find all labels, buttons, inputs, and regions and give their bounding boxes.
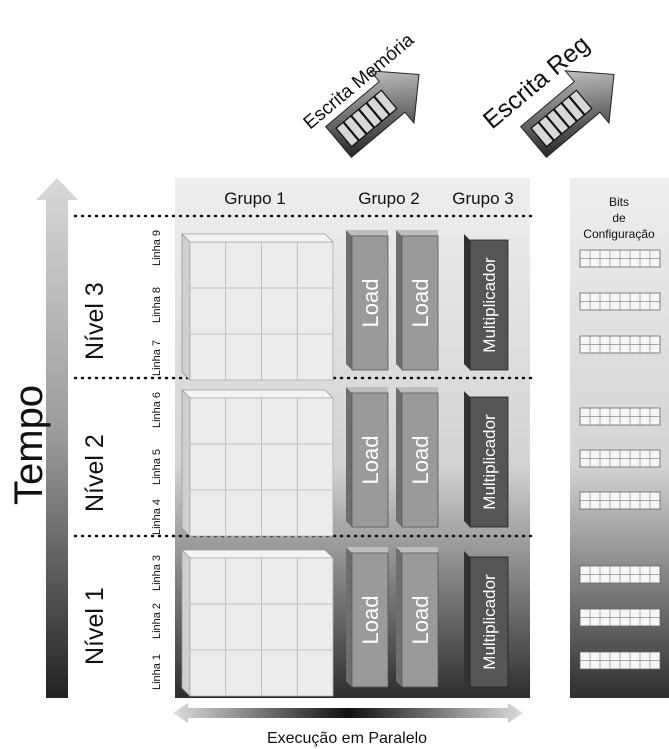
time-arrow xyxy=(36,178,78,698)
level-1-label: Nível 1 xyxy=(81,587,109,665)
line-label: Linha 8 xyxy=(151,287,163,323)
load-label: Load xyxy=(358,596,383,645)
config-title-line1: Bits xyxy=(609,195,629,209)
config-bit-row xyxy=(579,491,661,510)
line-label: Linha 1 xyxy=(151,654,163,690)
group-1-grid-block xyxy=(181,233,334,381)
config-bit-row xyxy=(579,335,661,354)
line-label: Linha 6 xyxy=(151,392,163,428)
multiplier-label: Multiplicador xyxy=(480,257,499,353)
load-unit: Load xyxy=(396,230,439,371)
line-label: Linha 7 xyxy=(151,340,163,376)
multiplier-unit: Multiplicador xyxy=(464,234,509,371)
level-3-label: Nível 3 xyxy=(81,282,109,360)
config-bit-row xyxy=(579,407,661,426)
memory-write-slot xyxy=(365,95,390,122)
line-label: Linha 2 xyxy=(151,603,163,639)
load-label: Load xyxy=(408,436,433,485)
register-write-slot xyxy=(568,89,593,116)
group-1-grid-block xyxy=(181,389,334,537)
config-bit-row xyxy=(579,449,661,468)
register-write-slot xyxy=(545,108,570,135)
load-unit: Load xyxy=(396,387,439,528)
register-write-slot xyxy=(553,102,578,129)
load-label: Load xyxy=(358,279,383,328)
config-bit-row xyxy=(579,651,661,670)
group-2-header: Grupo 2 xyxy=(358,189,419,208)
load-unit: Load xyxy=(396,547,439,688)
multiplier-unit: Multiplicador xyxy=(464,391,509,528)
memory-write-arrow xyxy=(324,70,420,158)
register-write-arrow xyxy=(519,70,615,158)
line-label: Linha 5 xyxy=(151,449,163,485)
config-bit-row xyxy=(579,565,661,584)
level-2-label: Nível 2 xyxy=(81,434,109,512)
memory-write-slot xyxy=(350,108,375,135)
config-bit-row xyxy=(579,608,661,627)
register-write-slot xyxy=(530,121,555,148)
multiplier-label: Multiplicador xyxy=(480,574,499,670)
config-bit-row xyxy=(579,249,661,268)
line-label: Linha 4 xyxy=(151,499,163,535)
register-write-slot xyxy=(537,115,563,142)
register-write-slot xyxy=(560,95,585,122)
line-label: Linha 9 xyxy=(151,230,163,266)
load-label: Load xyxy=(358,436,383,485)
memory-write-slot xyxy=(335,121,360,148)
group-3-header: Grupo 3 xyxy=(452,189,513,208)
config-title-line2: de xyxy=(612,211,626,225)
multiplier-label: Multiplicador xyxy=(480,414,499,510)
config-title-line3: Configuração xyxy=(583,227,655,241)
load-unit: Load xyxy=(346,387,389,528)
multiplier-unit: Multiplicador xyxy=(464,551,509,688)
memory-write-slot xyxy=(358,102,383,129)
load-label: Load xyxy=(408,596,433,645)
parallel-label: Execução em Paralelo xyxy=(267,730,427,747)
memory-write-slot xyxy=(373,89,398,116)
load-unit: Load xyxy=(346,230,389,371)
time-label: Tempo xyxy=(7,385,51,505)
line-label: Linha 3 xyxy=(151,555,163,591)
parallel-arrow xyxy=(173,703,523,723)
memory-write-slot xyxy=(342,115,368,142)
group-1-header: Grupo 1 xyxy=(224,189,285,208)
config-bit-row xyxy=(579,292,661,311)
group-1-grid-block xyxy=(181,549,334,697)
load-label: Load xyxy=(408,279,433,328)
load-unit: Load xyxy=(346,547,389,688)
